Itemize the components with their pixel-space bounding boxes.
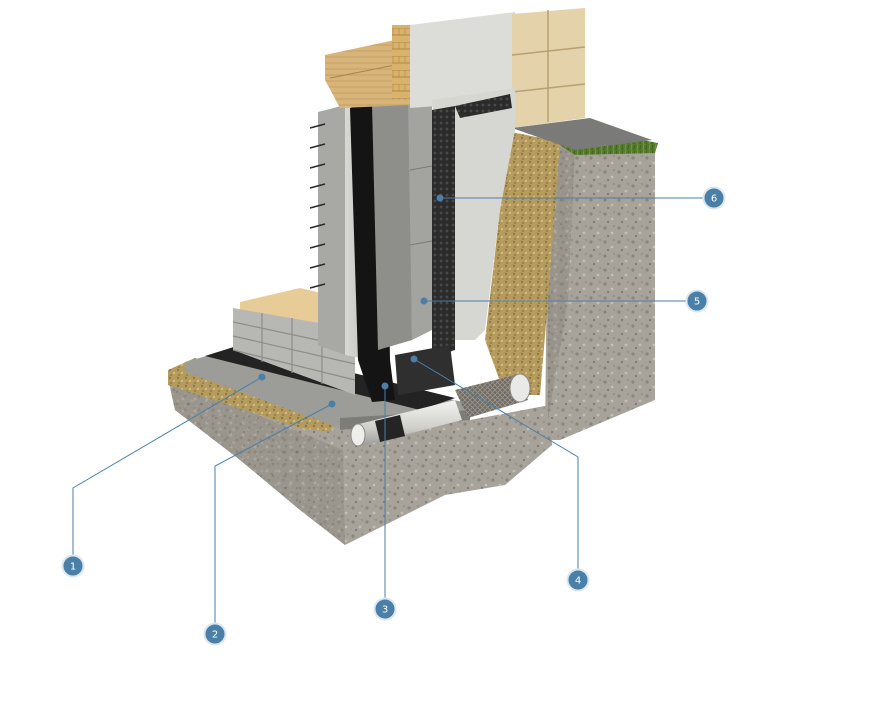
paving-slab <box>512 118 652 150</box>
drainage-membrane <box>432 88 515 358</box>
leader-line-1 <box>72 376 263 566</box>
drain-pipe <box>350 400 462 447</box>
callout-marker-3[interactable]: 3 <box>373 597 397 621</box>
svg-text:2: 2 <box>212 630 218 641</box>
svg-text:3: 3 <box>382 605 388 616</box>
upper-structure <box>325 8 586 128</box>
leader-line-2 <box>214 403 333 634</box>
svg-text:4: 4 <box>575 576 581 587</box>
callout-marker-1[interactable]: 1 <box>61 554 85 578</box>
insulation-board <box>372 95 433 350</box>
leader-lines <box>72 197 714 634</box>
callout-marker-5[interactable]: 5 <box>685 289 709 313</box>
protection-block <box>395 345 455 395</box>
callout-marker-6[interactable]: 6 <box>702 186 726 210</box>
callout-marker-4[interactable]: 4 <box>566 568 590 592</box>
anchor-dots <box>258 194 444 408</box>
leader-line-4 <box>413 358 579 580</box>
svg-text:6: 6 <box>711 194 717 205</box>
drain-pipe-wrapped <box>455 373 531 418</box>
callout-marker-2[interactable]: 2 <box>203 622 227 646</box>
earth-block <box>545 132 658 440</box>
svg-text:5: 5 <box>694 297 700 308</box>
svg-text:1: 1 <box>70 562 76 573</box>
